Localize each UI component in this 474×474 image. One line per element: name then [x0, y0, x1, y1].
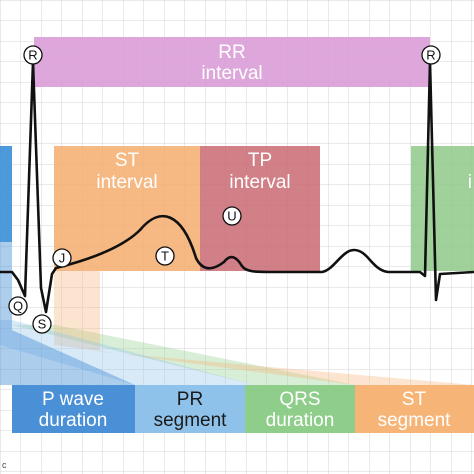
r-right-label: R — [426, 48, 435, 63]
s-marker: S — [32, 314, 52, 334]
j-marker: J — [52, 248, 72, 268]
qrs-duration-subtitle: duration — [266, 410, 335, 431]
q-marker: Q — [8, 296, 28, 316]
st-interval-title: ST — [115, 150, 140, 171]
st-band — [54, 271, 474, 385]
rr-interval-subtitle: interval — [201, 63, 262, 84]
right-partial-box — [411, 146, 474, 271]
qrs-duration-box — [245, 385, 355, 433]
p-wave-duration-subtitle: duration — [39, 410, 108, 431]
p-wave-duration-box — [12, 385, 135, 433]
qrs-duration-title: QRS — [279, 389, 320, 410]
p-wave-duration-title: P wave — [42, 389, 104, 410]
t-marker: T — [155, 246, 175, 266]
qrs-band — [12, 325, 355, 385]
pr-segment-box — [135, 385, 245, 433]
pr-band — [0, 320, 255, 385]
right-partial-label: i — [468, 172, 472, 193]
q-label: Q — [13, 299, 23, 314]
st-segment-subtitle: segment — [378, 410, 452, 431]
r-marker-left: R — [23, 45, 43, 65]
p-wave-band — [0, 242, 135, 385]
t-label: T — [161, 249, 169, 264]
ecg-waveform — [0, 60, 474, 314]
r-left-label: R — [28, 48, 37, 63]
st-interval-subtitle: interval — [96, 172, 157, 193]
u-marker: U — [222, 206, 242, 226]
s-label: S — [38, 317, 47, 332]
rr-interval-box — [34, 37, 430, 87]
pr-segment-subtitle: segment — [154, 410, 228, 431]
tp-interval-subtitle: interval — [229, 172, 290, 193]
r-marker-right: R — [421, 45, 441, 65]
pr-segment-title: PR — [177, 389, 203, 410]
footer-text: c — [2, 460, 7, 470]
left-partial-box — [0, 146, 12, 242]
j-label: J — [59, 251, 66, 266]
st-interval-box — [54, 146, 200, 271]
tp-interval-title: TP — [248, 150, 272, 171]
st-segment-title: ST — [402, 389, 427, 410]
u-label: U — [227, 209, 236, 224]
st-segment-box — [355, 385, 474, 433]
tp-interval-box — [200, 146, 320, 271]
rr-interval-title: RR — [218, 42, 245, 63]
